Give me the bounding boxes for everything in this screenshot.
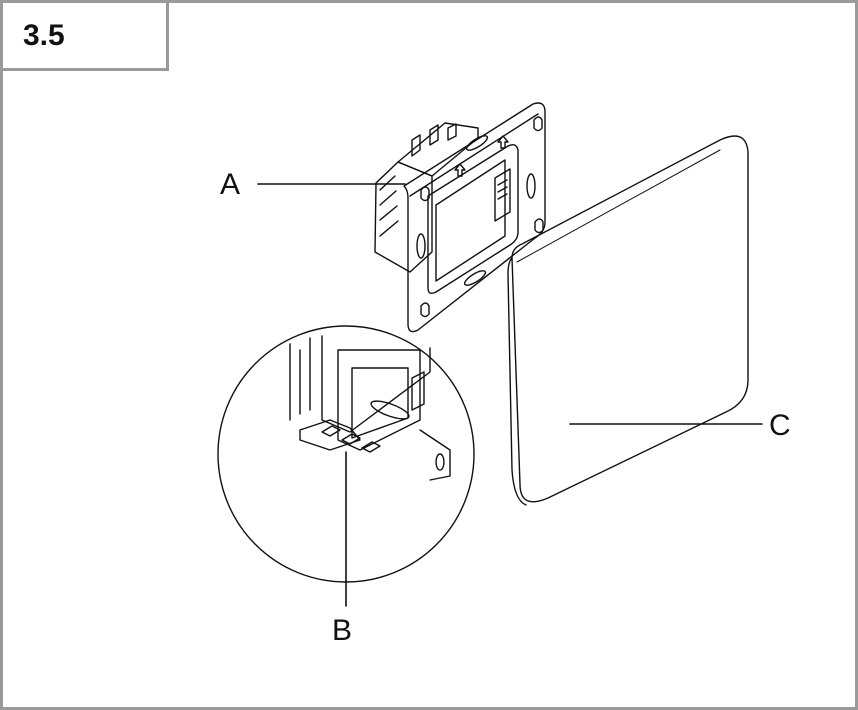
frame-slot-bottom <box>463 270 487 286</box>
detail-insert <box>337 349 421 451</box>
screw-hole-bottom-right <box>534 218 544 234</box>
insert-face <box>435 159 506 282</box>
detail-frame-corner <box>419 429 451 481</box>
back-box-side <box>374 161 433 273</box>
cover-edge-highlight <box>516 149 721 263</box>
terminal-clamps <box>411 123 457 157</box>
detail-clips <box>321 425 381 453</box>
detail-frame-outline <box>321 335 431 433</box>
detail-slot <box>370 400 410 420</box>
cover-side <box>507 257 527 506</box>
screw-hole-top-right <box>533 116 543 132</box>
top-arrow-left <box>454 163 466 177</box>
frame-top-edge <box>409 113 539 197</box>
back-box-ribs <box>379 175 399 237</box>
detail-clip-area <box>299 419 361 451</box>
top-arrow-right <box>497 135 509 149</box>
cover-front <box>511 135 749 503</box>
screw-hole-top-left <box>420 186 430 202</box>
step-number-box: 3.5 <box>3 3 169 71</box>
frame-slot-right <box>526 173 536 199</box>
cover-plate <box>507 135 749 506</box>
detail-screw-hole <box>435 453 445 471</box>
callout-b: B <box>332 614 352 647</box>
mounting-frame <box>403 102 546 333</box>
step-number: 3.5 <box>23 19 65 52</box>
detail-view <box>217 325 475 583</box>
frame-opening <box>427 143 519 295</box>
insert-device <box>374 102 546 333</box>
callout-a: A <box>220 168 240 201</box>
screw-hole-bottom-left <box>420 302 430 318</box>
frame-slot-left <box>416 233 426 259</box>
frame-slot-top <box>465 135 489 151</box>
callout-c: C <box>769 409 791 442</box>
detail-connector <box>411 371 425 411</box>
detail-box-ribs <box>289 337 311 421</box>
connector-pins <box>497 179 508 200</box>
detail-opening <box>351 367 409 439</box>
insert-connector <box>494 168 511 222</box>
